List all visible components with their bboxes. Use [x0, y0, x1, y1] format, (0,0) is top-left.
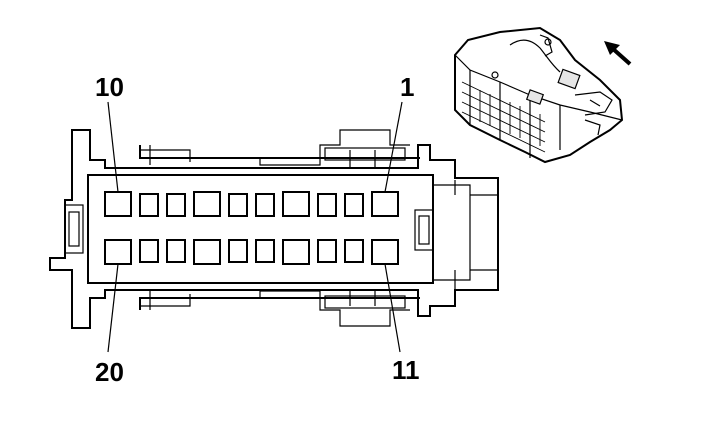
- pin-label-11: 11: [392, 355, 420, 385]
- leader-line-11: [384, 263, 401, 353]
- cavity-pin-3: [317, 193, 337, 217]
- cavity-pin-4: [282, 191, 310, 217]
- cavity-pin-19: [139, 239, 159, 263]
- connector-face-view: [49, 101, 499, 353]
- pin-label-20: 20: [95, 357, 124, 387]
- arrow-up-left-icon: [604, 41, 632, 66]
- cavity-pin-15: [255, 239, 275, 263]
- cavity-pin-2: [344, 193, 364, 217]
- leader-line-1: [384, 101, 403, 193]
- cavity-pin-5: [255, 193, 275, 217]
- cavity-pin-6: [228, 193, 248, 217]
- cavity-pin-14: [282, 239, 310, 265]
- cavity-pin-7: [193, 191, 221, 217]
- connector-3d-view-icon: [454, 26, 624, 164]
- leader-line-20: [107, 263, 119, 353]
- cavity-pin-9: [139, 193, 159, 217]
- cavity-pin-8: [166, 193, 186, 217]
- pin-label-10: 10: [95, 72, 124, 102]
- cavity-pin-12: [344, 239, 364, 263]
- cavity-row-bottom: [104, 239, 399, 265]
- cavity-pin-18: [166, 239, 186, 263]
- pin-label-1: 1: [400, 72, 414, 102]
- leader-line-10: [107, 101, 119, 193]
- cavity-pin-16: [228, 239, 248, 263]
- cavity-pin-17: [193, 239, 221, 265]
- cavity-pin-13: [317, 239, 337, 263]
